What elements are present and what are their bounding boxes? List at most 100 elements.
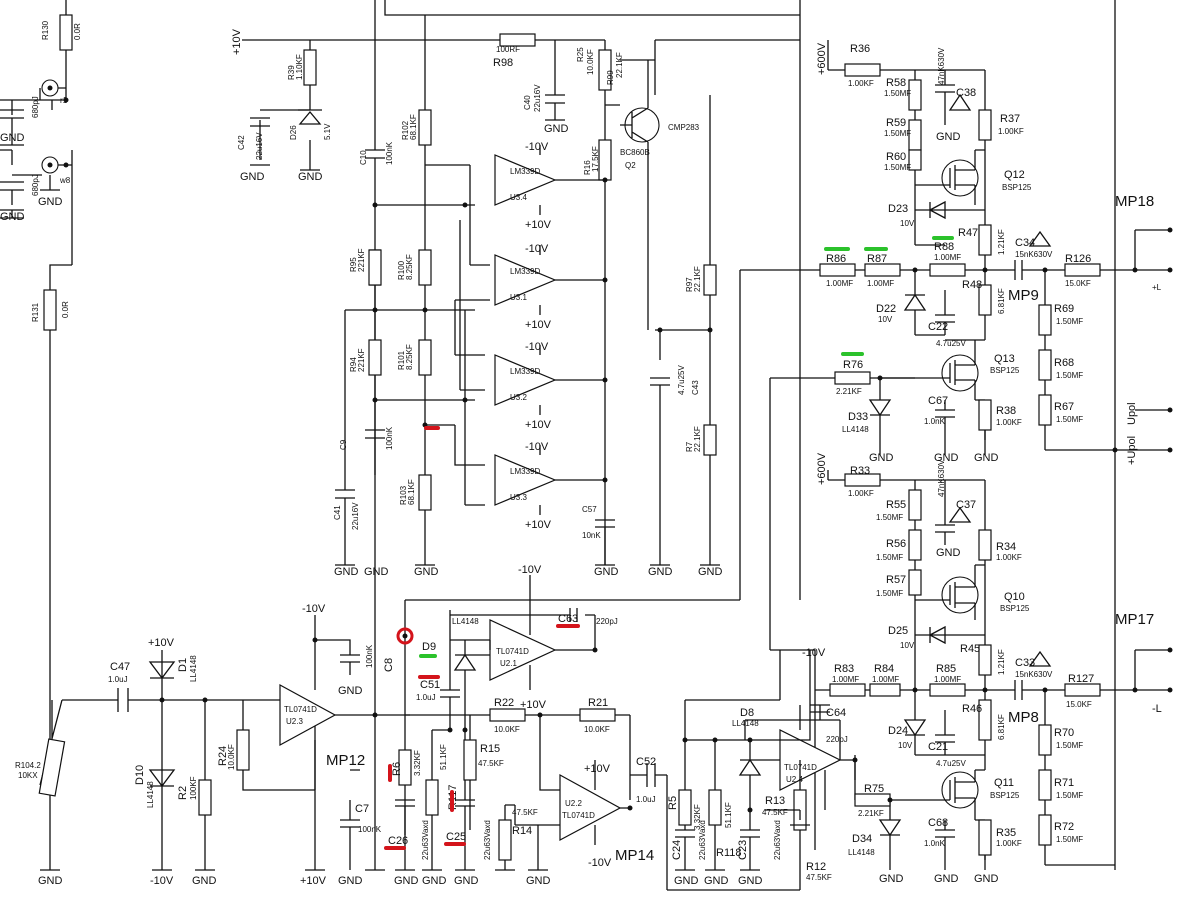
q13-bsp: BSP125: [990, 366, 1020, 375]
r83v: 1.00MF: [832, 675, 859, 684]
r5: R5: [667, 796, 679, 810]
c52: C52: [636, 756, 656, 768]
r21: R21: [588, 697, 608, 709]
upol: Upol: [1126, 402, 1138, 425]
r84: R84: [874, 663, 894, 675]
q12-bsp: BSP125: [1002, 183, 1032, 192]
r72v: 1.50MF: [1056, 835, 1083, 844]
gnd-r14: GND: [526, 875, 551, 887]
r60v: 1.50MF: [884, 163, 911, 172]
u24: U2.4: [786, 775, 803, 784]
r22: R22: [494, 697, 514, 709]
u33-label: U3.3: [510, 493, 527, 502]
comparator-u33: [494, 445, 557, 515]
comparator-u34: [494, 145, 557, 215]
c37: C37: [956, 499, 976, 511]
label-r25: R25: [576, 47, 585, 62]
c26v: 22u63Vaxd: [421, 820, 430, 860]
label-r101v: 8.25KF: [405, 344, 414, 370]
r56v: 1.50MF: [876, 553, 903, 562]
mp17: MP17: [1115, 611, 1154, 628]
label-r98: R98: [493, 57, 513, 69]
label-gnd-3: GND: [544, 123, 569, 135]
u32-label: U3.2: [510, 393, 527, 402]
r13: R13: [765, 795, 785, 807]
gnd-c25: GND: [454, 875, 479, 887]
lm-3: LM339D: [510, 367, 540, 376]
gnd-c7: GND: [338, 875, 363, 887]
r76: R76: [843, 359, 863, 371]
d34-ll: LL4148: [848, 848, 875, 857]
p10-u23: +10V: [300, 875, 327, 887]
gnd-r104: GND: [38, 875, 63, 887]
u21: U2.1: [500, 659, 517, 668]
c68v: 1.0nK: [924, 839, 946, 848]
label-r7v: 22.1KF: [693, 426, 702, 452]
c8v: 100nK: [365, 644, 374, 668]
p10-c: +10V: [525, 419, 552, 431]
d10-ll: LL4148: [146, 781, 155, 808]
r71v: 1.50MF: [1056, 791, 1083, 800]
label-gnd-a: GND: [0, 132, 25, 144]
r55v: 1.50MF: [876, 513, 903, 522]
c38: C38: [956, 87, 976, 99]
probe-marker-circle: [396, 627, 414, 645]
label-c42: C42: [237, 135, 246, 150]
m10-u23: -10V: [302, 603, 326, 615]
label-gnd-5: GND: [364, 566, 389, 578]
label-c57v: 10nK: [582, 531, 601, 540]
label-r130: R130: [41, 20, 50, 40]
c51: C51: [420, 679, 440, 691]
label-c42v: 22u16V: [255, 132, 264, 160]
input-amplifier-section: [38, 575, 858, 891]
label-r131: R131: [31, 302, 40, 322]
label-r103: R103: [399, 485, 408, 505]
tl-u21: TL0741D: [496, 647, 529, 656]
r67: R67: [1054, 401, 1074, 413]
d33: D33: [848, 411, 868, 423]
r36v: 1.00KF: [848, 79, 874, 88]
label-r97: R97: [685, 277, 694, 292]
r22v: 10.0KF: [494, 725, 520, 734]
c26: C26: [388, 835, 408, 847]
p10-a: +10V: [525, 219, 552, 231]
r83: R83: [834, 663, 854, 675]
r87v: 1.00MF: [867, 279, 894, 288]
m10-u24: -10V: [802, 647, 826, 659]
label-r99: R99: [606, 70, 615, 85]
mp9: MP9: [1008, 287, 1039, 304]
label-r103v: 68.1KF: [407, 479, 416, 505]
label-r95v: 221KF: [357, 248, 366, 272]
r15: R15: [480, 743, 500, 755]
r48: R48: [962, 279, 982, 291]
r57v: 1.50MF: [876, 589, 903, 598]
comparator-u32: [494, 345, 557, 415]
r88: R88: [934, 241, 954, 253]
u22: U2.2: [565, 799, 582, 808]
label-c10v: 100nK: [385, 141, 394, 165]
m10-b: -10V: [525, 243, 549, 255]
r69: R69: [1054, 303, 1074, 315]
r15v: 47.5KF: [478, 759, 504, 768]
mp12: MP12: [326, 752, 365, 769]
r104v: 10KX: [18, 771, 38, 780]
r37v: 1.00KF: [998, 127, 1024, 136]
probe-marker-dot: [402, 633, 408, 639]
r85v: 1.00MF: [934, 675, 961, 684]
m10-a: -10V: [525, 141, 549, 153]
r59v: 1.50MF: [884, 129, 911, 138]
lm-2: LM339D: [510, 267, 540, 276]
r68v: 1.50MF: [1056, 371, 1083, 380]
ll-d9: LL4148: [452, 617, 479, 626]
label-c10: C10: [359, 150, 368, 165]
r126: R126: [1065, 253, 1091, 265]
upol-plus: +Upol: [1126, 436, 1138, 465]
m10-d: -10V: [525, 441, 549, 453]
r2v: 100KF: [189, 776, 198, 800]
q11: Q11: [994, 777, 1014, 789]
c33v: 15nK630V: [1015, 670, 1053, 679]
c24v: 22u63Vaxd: [698, 820, 707, 860]
label-r94: R94: [349, 357, 358, 372]
